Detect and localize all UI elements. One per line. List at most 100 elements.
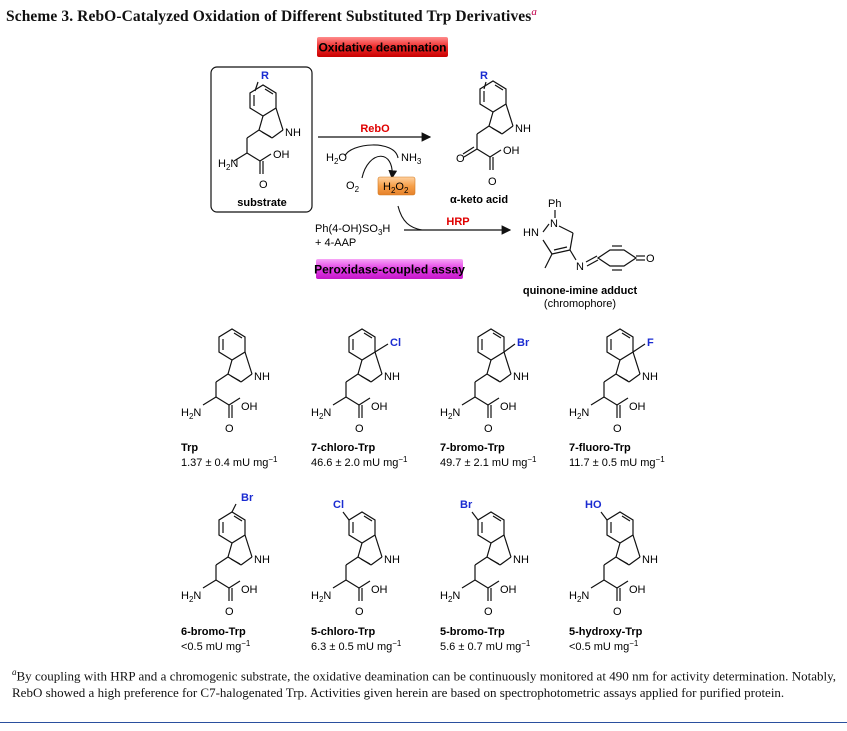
svg-text:O: O [355, 423, 364, 435]
oxidative-deamination-badge: Oxidative deamination [317, 37, 448, 57]
svg-text:H2N: H2N [181, 590, 201, 604]
compound-name: 5-hydroxy-Trp [569, 626, 643, 638]
svg-text:OH: OH [241, 584, 258, 596]
rebo-label: RebO [360, 123, 390, 135]
svg-text:O: O [488, 176, 497, 188]
compound-name: 5-chloro-Trp [311, 626, 375, 638]
svg-text:O: O [456, 153, 465, 165]
keto-acid-molecule [462, 80, 514, 170]
svg-text:Br: Br [460, 499, 473, 511]
svg-text:O: O [613, 423, 622, 435]
compound-activity: 1.37 ± 0.4 mU mg−1 [181, 455, 278, 469]
svg-text:H2N: H2N [440, 590, 460, 604]
compound-activity: <0.5 mU mg−1 [569, 639, 639, 653]
hrp-label: HRP [446, 216, 469, 228]
footer-rule [0, 722, 847, 723]
svg-text:OH: OH [273, 149, 290, 161]
svg-text:O: O [484, 423, 493, 435]
svg-text:NH: NH [642, 371, 658, 383]
svg-text:NH: NH [513, 554, 529, 566]
compound-activity: 49.7 ± 2.1 mU mg−1 [440, 455, 537, 469]
reaction-scheme: Oxidative deamination R NH H2N OH O subs… [181, 37, 665, 653]
svg-text:Ph: Ph [548, 198, 561, 210]
svg-text:F: F [647, 337, 654, 349]
svg-text:NH: NH [515, 123, 531, 135]
svg-text:N: N [576, 261, 584, 273]
svg-text:Oxidative deamination: Oxidative deamination [318, 41, 446, 55]
svg-text:R: R [261, 70, 269, 82]
svg-text:O: O [484, 606, 493, 618]
svg-text:H2N: H2N [569, 590, 589, 604]
svg-text:OH: OH [371, 584, 388, 596]
svg-text:R: R [480, 70, 488, 82]
adduct-label: quinone-imine adduct [523, 285, 638, 297]
svg-text:N: N [550, 218, 558, 230]
svg-text:Cl: Cl [333, 499, 344, 511]
chromophore-label: (chromophore) [544, 298, 616, 310]
compound-activity: <0.5 mU mg−1 [181, 639, 251, 653]
compound-name: 5-bromo-Trp [440, 626, 505, 638]
svg-text:Cl: Cl [390, 337, 401, 349]
svg-text:O: O [225, 423, 234, 435]
compound-name: 7-bromo-Trp [440, 442, 505, 454]
compound-trp: NH H2N OH O [181, 328, 270, 435]
svg-text:OH: OH [629, 584, 646, 596]
compound-7-bromo-trp: Br NH H2N OH O [440, 328, 530, 435]
svg-text:H2N: H2N [218, 158, 238, 172]
scheme-footnote: aBy coupling with HRP and a chromogenic … [12, 667, 836, 700]
svg-text:H2N: H2N [311, 407, 331, 421]
compound-6-bromo-trp: Br NH H2N OH O [181, 492, 270, 618]
svg-text:OH: OH [500, 584, 517, 596]
svg-text:OH: OH [371, 401, 388, 413]
svg-text:+ 4-AAP: + 4-AAP [315, 237, 356, 249]
svg-text:H2N: H2N [440, 407, 460, 421]
compound-activity: 11.7 ± 0.5 mU mg−1 [569, 455, 665, 469]
svg-text:NH: NH [285, 127, 301, 139]
compound-activity: 46.6 ± 2.0 mU mg−1 [311, 455, 408, 469]
scheme-title: Scheme 3. RebO-Catalyzed Oxidation of Di… [6, 6, 538, 26]
compound-5-chloro-trp: Cl NH H2N OH O [311, 499, 400, 618]
compound-name: 7-fluoro-Trp [569, 442, 631, 454]
svg-text:O: O [225, 606, 234, 618]
svg-text:O: O [646, 253, 655, 265]
svg-text:HN: HN [523, 227, 539, 239]
svg-text:NH: NH [384, 371, 400, 383]
svg-text:HO: HO [585, 499, 602, 511]
compound-name: Trp [181, 442, 198, 454]
svg-text:O: O [259, 179, 268, 191]
svg-text:O2: O2 [346, 180, 360, 194]
h2o2-badge: H2O2 [377, 176, 416, 196]
svg-text:H2N: H2N [311, 590, 331, 604]
svg-text:NH: NH [642, 554, 658, 566]
compound-activity: 5.6 ± 0.7 mU mg−1 [440, 639, 531, 653]
svg-text:NH: NH [384, 554, 400, 566]
quinone-imine-molecule: Ph N HN N O [523, 198, 655, 273]
compound-name: 7-chloro-Trp [311, 442, 375, 454]
peroxidase-assay-badge: Peroxidase-coupled assay [314, 259, 465, 279]
svg-text:NH3: NH3 [401, 152, 422, 166]
substrate-box [210, 66, 313, 213]
substrate-label: substrate [237, 197, 287, 209]
svg-text:H2O2: H2O2 [383, 181, 409, 195]
compound-name: 6-bromo-Trp [181, 626, 246, 638]
svg-text:O: O [613, 606, 622, 618]
svg-text:NH: NH [254, 554, 270, 566]
svg-text:OH: OH [503, 145, 520, 157]
svg-text:OH: OH [629, 401, 646, 413]
svg-text:Br: Br [241, 492, 254, 504]
svg-text:H2N: H2N [181, 407, 201, 421]
keto-acid-label: α-keto acid [450, 194, 508, 206]
svg-text:OH: OH [241, 401, 258, 413]
svg-text:Ph(4-OH)SO3H: Ph(4-OH)SO3H [315, 223, 390, 237]
svg-text:H2O: H2O [326, 152, 347, 166]
compound-7-fluoro-trp: F NH H2N OH O [569, 328, 658, 435]
compound-7-chloro-trp: Cl NH H2N OH O [311, 328, 401, 435]
compound-5-hydroxy-trp: HO NH H2N OH O [569, 499, 658, 618]
svg-text:H2N: H2N [569, 407, 589, 421]
svg-text:NH: NH [254, 371, 270, 383]
compound-activity: 6.3 ± 0.5 mU mg−1 [311, 639, 402, 653]
svg-text:NH: NH [513, 371, 529, 383]
svg-text:OH: OH [500, 401, 517, 413]
svg-text:Br: Br [517, 337, 530, 349]
compound-5-bromo-trp: Br NH H2N OH O [440, 499, 529, 618]
